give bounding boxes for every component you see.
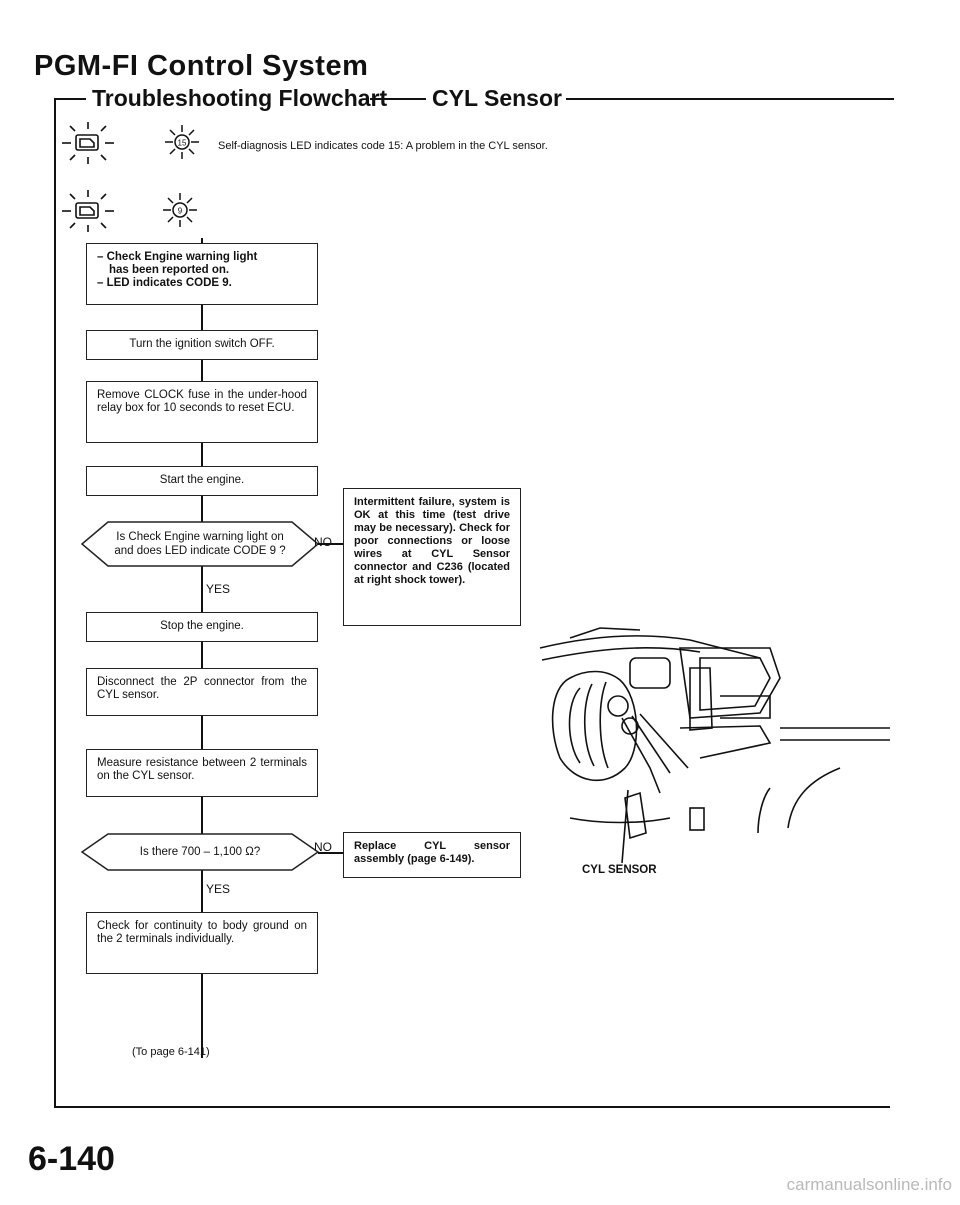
header-rule-right <box>566 98 894 100</box>
diagnosis-text: Self-diagnosis LED indicates code 15: A … <box>218 140 548 152</box>
decision1-yes-label: YES <box>206 582 231 596</box>
step1-line3: – LED indicates CODE 9. <box>97 277 232 289</box>
decision2-no-label: NO <box>314 840 332 854</box>
decision1-no-label: NO <box>314 535 332 549</box>
step1-line2: has been reported on. <box>109 264 230 276</box>
check-engine-lamp-icon <box>62 122 114 164</box>
step-stop-engine: Stop the engine. <box>86 612 318 642</box>
step-check-continuity: Check for continuity to body ground on t… <box>86 912 318 974</box>
step-remove-clock-fuse: Remove CLOCK fuse in the under-hood rela… <box>86 381 318 443</box>
page-frame-left <box>54 98 56 1108</box>
step-start-engine: Start the engine. <box>86 466 318 496</box>
watermark-text: carmanualsonline.info <box>786 1175 952 1194</box>
led-blink-icon: 15 <box>165 125 199 159</box>
decision1-line1: Is Check Engine warning light on <box>116 531 284 543</box>
check-engine-lamp-icon <box>62 190 114 232</box>
page-number: 6-140 <box>28 1140 115 1178</box>
step-disconnect-connector: Disconnect the 2P connector from the CYL… <box>86 668 318 716</box>
decision1-question: Is Check Engine warning light on and doe… <box>80 530 320 558</box>
replace-sensor-box: Replace CYL sensor assembly (page 6-149)… <box>343 832 521 878</box>
step-check-engine-reported: – Check Engine warning light has been re… <box>86 243 318 305</box>
flow-connector <box>201 238 203 1058</box>
intermittent-failure-box: Intermittent failure, system is OK at th… <box>343 488 521 626</box>
page-title: PGM-FI Control System <box>34 50 369 82</box>
decision2-yes-label: YES <box>206 882 231 896</box>
decision2-no-connector <box>318 852 344 854</box>
cyl-sensor-illustration <box>539 627 890 864</box>
step-ignition-off: Turn the ignition switch OFF. <box>86 330 318 360</box>
step1-line1: – Check Engine warning light <box>97 251 258 263</box>
header-rule-left <box>54 98 86 100</box>
section-title: Troubleshooting Flowchart <box>92 85 388 111</box>
led-blink-icon: 9 <box>163 193 197 227</box>
header-rule-mid <box>370 98 426 100</box>
section-subtitle: CYL Sensor <box>432 85 562 111</box>
footer-rule <box>54 1106 890 1108</box>
led-code-icon-label: 15 <box>178 139 187 148</box>
continue-note: (To page 6-141) <box>132 1046 210 1058</box>
cyl-sensor-label: CYL SENSOR <box>582 864 657 876</box>
decision1-no-connector <box>318 543 344 545</box>
second-code-icon-label: 9 <box>178 207 183 216</box>
decision1-line2: and does LED indicate CODE 9 ? <box>114 545 286 557</box>
decision2-question: Is there 700 – 1,100 Ω? <box>139 846 261 858</box>
step-measure-resistance: Measure resistance between 2 terminals o… <box>86 749 318 797</box>
